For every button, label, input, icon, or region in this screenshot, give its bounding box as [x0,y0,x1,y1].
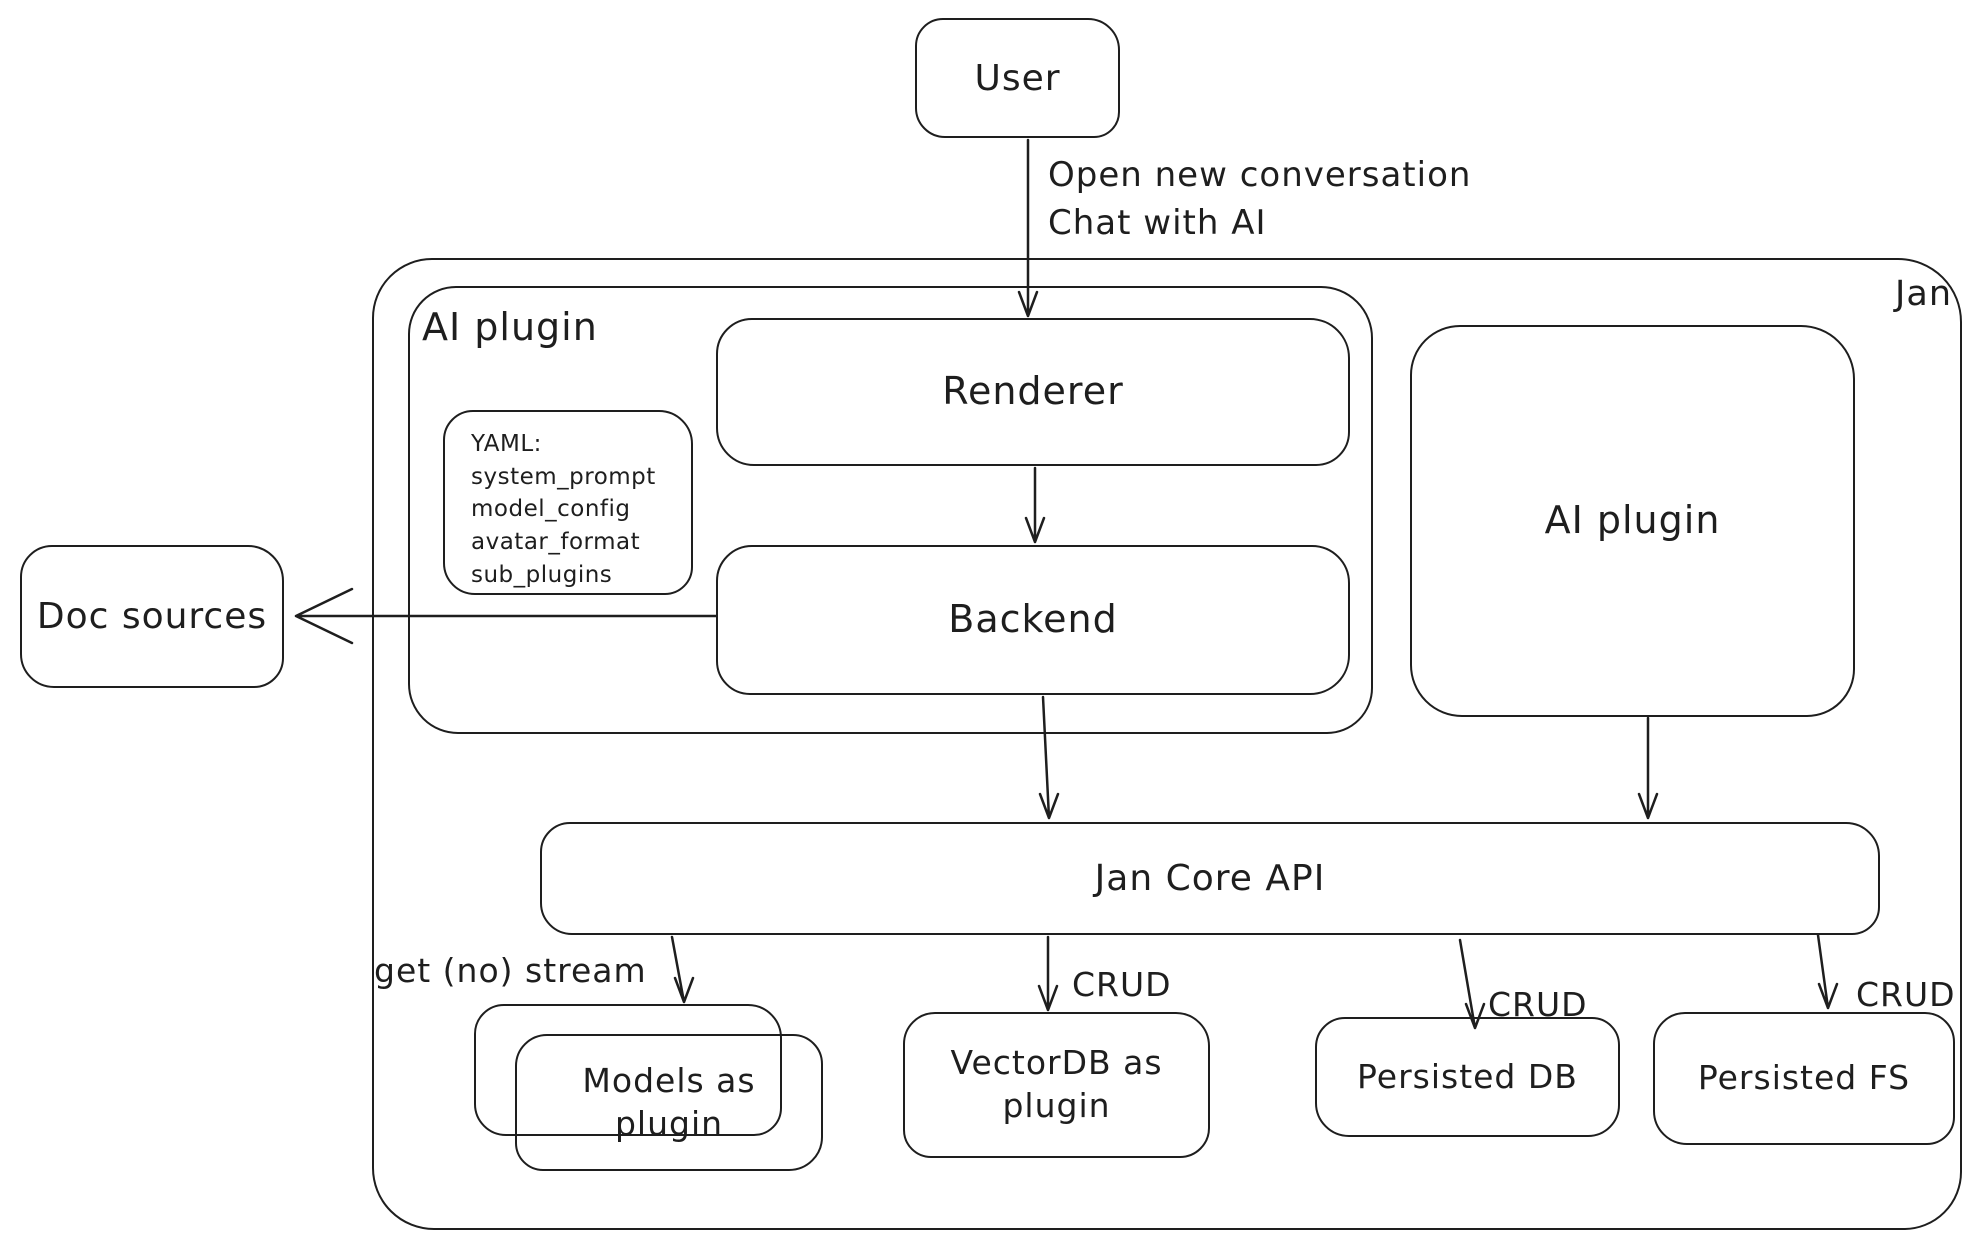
ai-plugin-left-box [408,286,1373,734]
persisted-db-node-label: Persisted DB [1357,1056,1578,1096]
jan-container-box [372,258,1962,1230]
yaml-note-line: avatar_format [471,528,641,555]
renderer-node-label: Renderer [942,369,1124,414]
vectordb-as-plugin-node: VectorDB as plugin [903,1012,1210,1158]
edge-label-crud-vectordb: CRUD [1072,965,1172,1004]
backend-node: Backend [716,545,1350,695]
jan-core-api-node: Jan Core API [540,822,1880,935]
ai-plugin-right-node: AI plugin [1410,325,1855,717]
yaml-note-line: system_prompt [471,463,656,490]
persisted-fs-node-label: Persisted FS [1697,1058,1911,1098]
yaml-note-line: sub_plugins [471,561,613,588]
user-node: User [915,18,1120,138]
jan-container-label: Jan [1895,274,1952,314]
edge-label-get-no-stream: get (no) stream [374,951,647,990]
doc-sources-node-label: Doc sources [36,596,268,637]
yaml-note-line: model_config [471,496,631,523]
yaml-note-box: YAML: system_prompt model_config avatar_… [443,410,693,595]
edge-label-crud-persisted-fs: CRUD [1856,975,1956,1014]
user-node-label: User [974,57,1061,99]
persisted-fs-node: Persisted FS [1653,1012,1955,1145]
persisted-db-node: Persisted DB [1315,1017,1620,1137]
doc-sources-node: Doc sources [20,545,284,688]
ai-plugin-right-node-label: AI plugin [1544,498,1721,543]
models-as-plugin-node: Models as plugin [515,1034,823,1171]
edge-label-crud-persisted-db: CRUD [1488,985,1588,1024]
models-as-plugin-back-box [474,1004,782,1136]
vectordb-as-plugin-node-label: VectorDB as plugin [950,1043,1163,1125]
renderer-node: Renderer [716,318,1350,466]
yaml-note-title: YAML: [471,431,542,457]
ai-plugin-left-label: AI plugin [422,305,598,349]
jan-core-api-node-label: Jan Core API [1094,858,1326,899]
edge-label-user-to-renderer: Open new conversation Chat with AI [1048,155,1472,243]
backend-node-label: Backend [948,597,1118,642]
models-as-plugin-node-label: Models as plugin [582,1060,756,1143]
